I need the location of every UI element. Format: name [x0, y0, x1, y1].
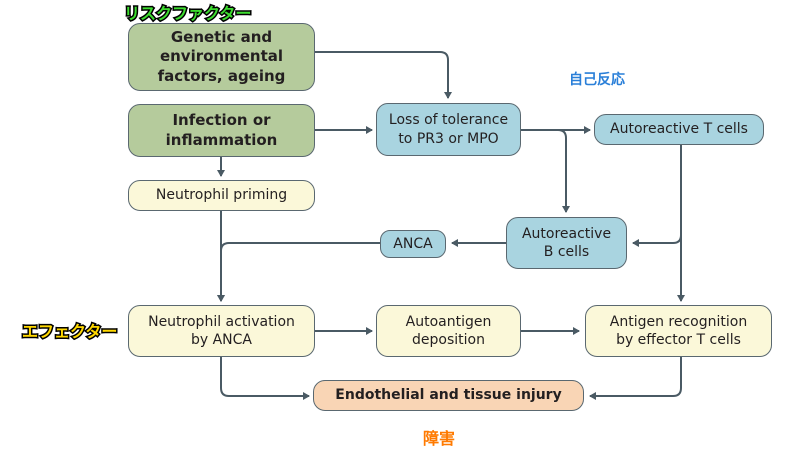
node-neutrophil-activation: Neutrophil activation by ANCA: [128, 305, 315, 357]
node-neutrophil-priming: Neutrophil priming: [128, 180, 315, 211]
edge-antigen-recognition-to-injury: [589, 357, 682, 400]
node-infection-inflammation: Infection or inflammation: [128, 104, 315, 157]
edge-neutrophil-activation-to-injury: [220, 357, 310, 400]
node-autoreactive-b-cells: Autoreactive B cells: [506, 217, 627, 269]
node-autoreactive-t-cells: Autoreactive T cells: [594, 114, 764, 145]
node-antigen-recognition: Antigen recognition by effector T cells: [585, 305, 772, 357]
node-loss-of-tolerance: Loss of tolerance to PR3 or MPO: [376, 103, 521, 156]
edge-loss-tolerance-to-autoreactive-b: [521, 129, 570, 213]
node-autoantigen-deposition: Autoantigen deposition: [376, 305, 521, 357]
effector-label: エフェクター: [20, 321, 118, 343]
risk-factors-label: リスクファクター: [122, 3, 252, 25]
edge-genetic-to-loss-tolerance: [315, 51, 452, 99]
injury-label: 障害: [421, 428, 456, 450]
edge-anca-to-neutrophil-activation: [217, 242, 380, 302]
autoimmunity-label: 自己反応: [568, 71, 627, 90]
node-anca: ANCA: [380, 230, 446, 258]
node-endothelial-tissue-injury: Endothelial and tissue injury: [313, 380, 584, 411]
node-genetic-environmental: Genetic and environmental factors, agein…: [128, 23, 315, 91]
edge-autoreactive-t-to-autoreactive-b: [632, 145, 682, 247]
